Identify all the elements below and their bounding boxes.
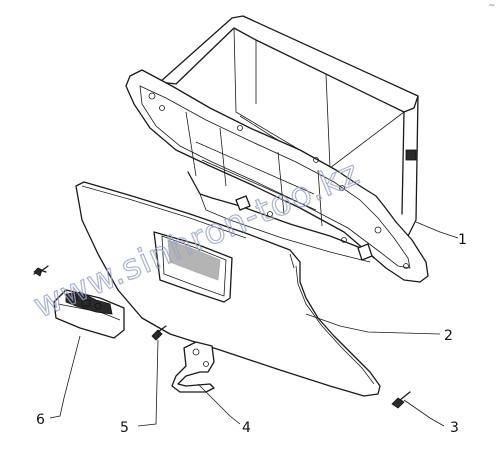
- hinge-bracket: [171, 341, 215, 393]
- callout-3: 3: [450, 420, 459, 436]
- callout-4: 4: [242, 420, 251, 436]
- lock-latch-assembly: [53, 289, 125, 339]
- callout-2: 2: [444, 328, 453, 344]
- callout-5: 5: [120, 420, 129, 436]
- corner-mark: ~: [488, 1, 496, 11]
- glove-box-lid: [75, 181, 381, 397]
- lock-screw: [33, 265, 49, 277]
- callout-1: 1: [458, 232, 467, 248]
- leader-lines: [49, 221, 459, 427]
- bolt-part-3: [391, 391, 411, 409]
- glove-box-bin: [125, 15, 429, 283]
- screw-part-5: [151, 325, 167, 341]
- callout-6: 6: [36, 412, 45, 428]
